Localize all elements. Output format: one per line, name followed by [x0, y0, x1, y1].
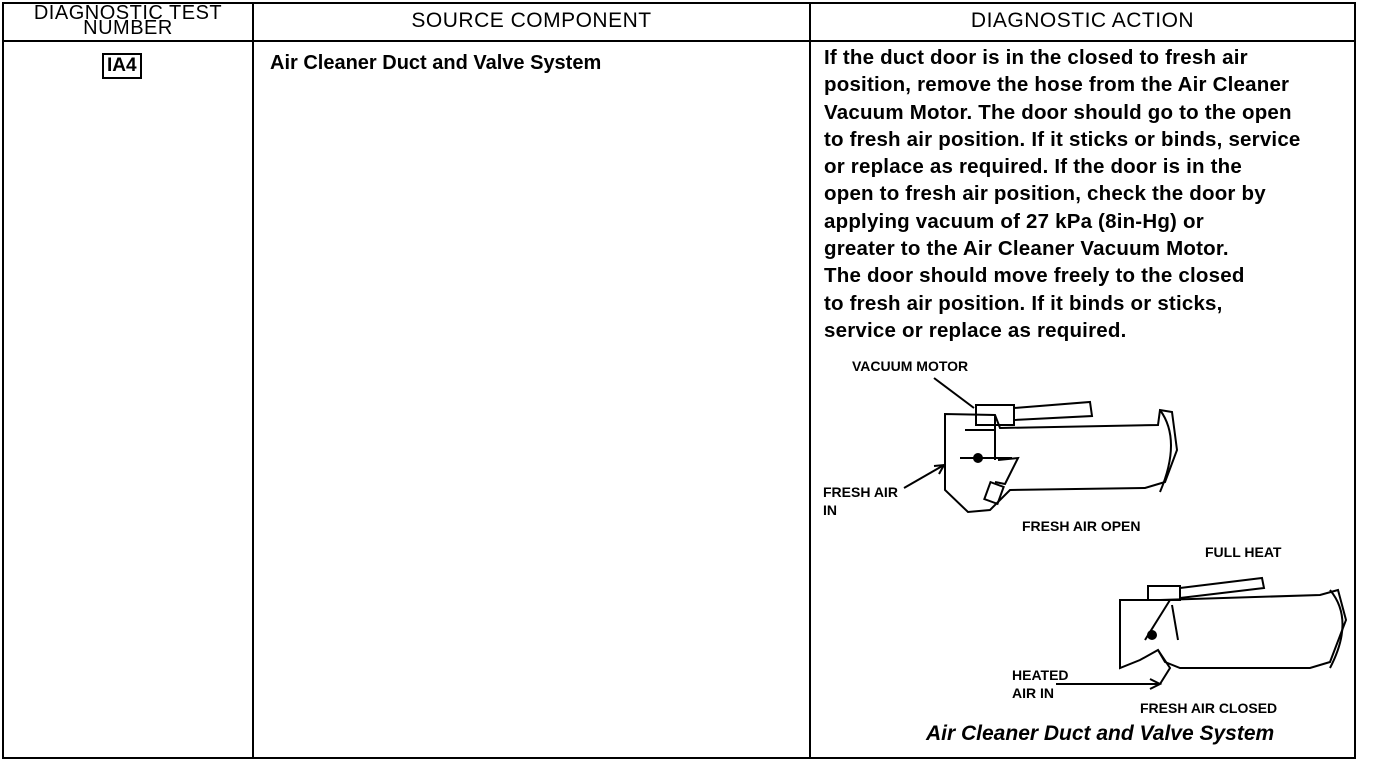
action-line: or replace as required. If the door is i…	[824, 155, 1242, 179]
action-line: to fresh air position. If it sticks or b…	[824, 127, 1301, 151]
column-divider-2	[809, 2, 811, 759]
duct-fresh-air-closed: FULL HEAT HEATED AIR IN FRESH AIR CLOSED	[1012, 544, 1348, 716]
test-number-badge: IA4	[102, 53, 142, 79]
action-line: Vacuum Motor. The door should go to the …	[824, 100, 1292, 124]
label-fresh-air-closed: FRESH AIR CLOSED	[1140, 700, 1277, 716]
header-test-line2: NUMBER	[83, 17, 173, 39]
duct-flange	[1159, 409, 1172, 493]
arrowhead-heated-air-in	[1149, 678, 1163, 690]
header-test-line1: DIAGNOSTIC TEST	[33, 2, 223, 24]
figure-caption: Air Cleaner Duct and Valve System	[926, 722, 1275, 745]
label-fresh-air-open: FRESH AIR OPEN	[1022, 518, 1141, 534]
duct-body-upper	[944, 408, 1179, 514]
action-line: If the duct door is in the closed to fre…	[824, 46, 1248, 69]
snorkel-cap	[983, 480, 1005, 506]
header-source-component: SOURCE COMPONENT	[411, 9, 652, 32]
header-diagnostic-action: DIAGNOSTIC ACTION	[970, 9, 1195, 32]
leader-vacuum-motor	[933, 377, 975, 409]
column-divider-1	[252, 2, 254, 759]
label-heated-1: HEATED	[1012, 667, 1069, 683]
action-line: greater to the Air Cleaner Vacuum Motor.	[824, 237, 1229, 261]
snorkel-inlet	[994, 456, 1020, 486]
action-line: to fresh air position. If it binds or st…	[824, 291, 1223, 315]
table-frame	[2, 2, 1356, 759]
action-line: open to fresh air position, check the do…	[824, 182, 1266, 206]
valve-pivot-2	[1147, 630, 1157, 640]
label-fresh-air-in-1: FRESH AIR	[823, 484, 898, 500]
action-line: The door should move freely to the close…	[824, 264, 1245, 288]
diagnostic-action-text: If the duct door is in the closed to fre…	[824, 44, 1344, 344]
duct-body-lower	[1119, 588, 1348, 670]
duct-fresh-air-open: VACUUM MOTOR FRESH AIR IN FRESH AIR OPEN	[823, 358, 1179, 534]
vacuum-hose	[1013, 400, 1094, 421]
header-divider	[2, 40, 1356, 42]
valve-link	[1171, 604, 1179, 641]
label-full-heat: FULL HEAT	[1205, 544, 1282, 560]
vacuum-motor-shape-2	[1147, 585, 1181, 601]
heat-inlet	[1157, 649, 1172, 685]
arrow-fresh-air-in	[903, 464, 945, 489]
label-heated-2: AIR IN	[1012, 685, 1054, 701]
source-component-text: Air Cleaner Duct and Valve System	[270, 52, 602, 74]
air-cleaner-duct-diagram: VACUUM MOTOR FRESH AIR IN FRESH AIR OPEN…	[823, 358, 1348, 716]
arrowhead-fresh-air-in	[933, 463, 946, 475]
header-diagnostic-test-number: DIAGNOSTIC TEST NUMBER	[4, 2, 252, 40]
action-line: position, remove the hose from the Air C…	[824, 73, 1290, 97]
action-line: applying vacuum of 27 kPa (8in-Hg) or	[824, 209, 1204, 233]
vacuum-hose-2	[1179, 576, 1266, 599]
action-line: service or replace as required.	[824, 318, 1127, 342]
label-vacuum-motor: VACUUM MOTOR	[852, 358, 968, 374]
duct-flange-2	[1329, 589, 1344, 669]
label-fresh-air-in-2: IN	[823, 502, 837, 518]
